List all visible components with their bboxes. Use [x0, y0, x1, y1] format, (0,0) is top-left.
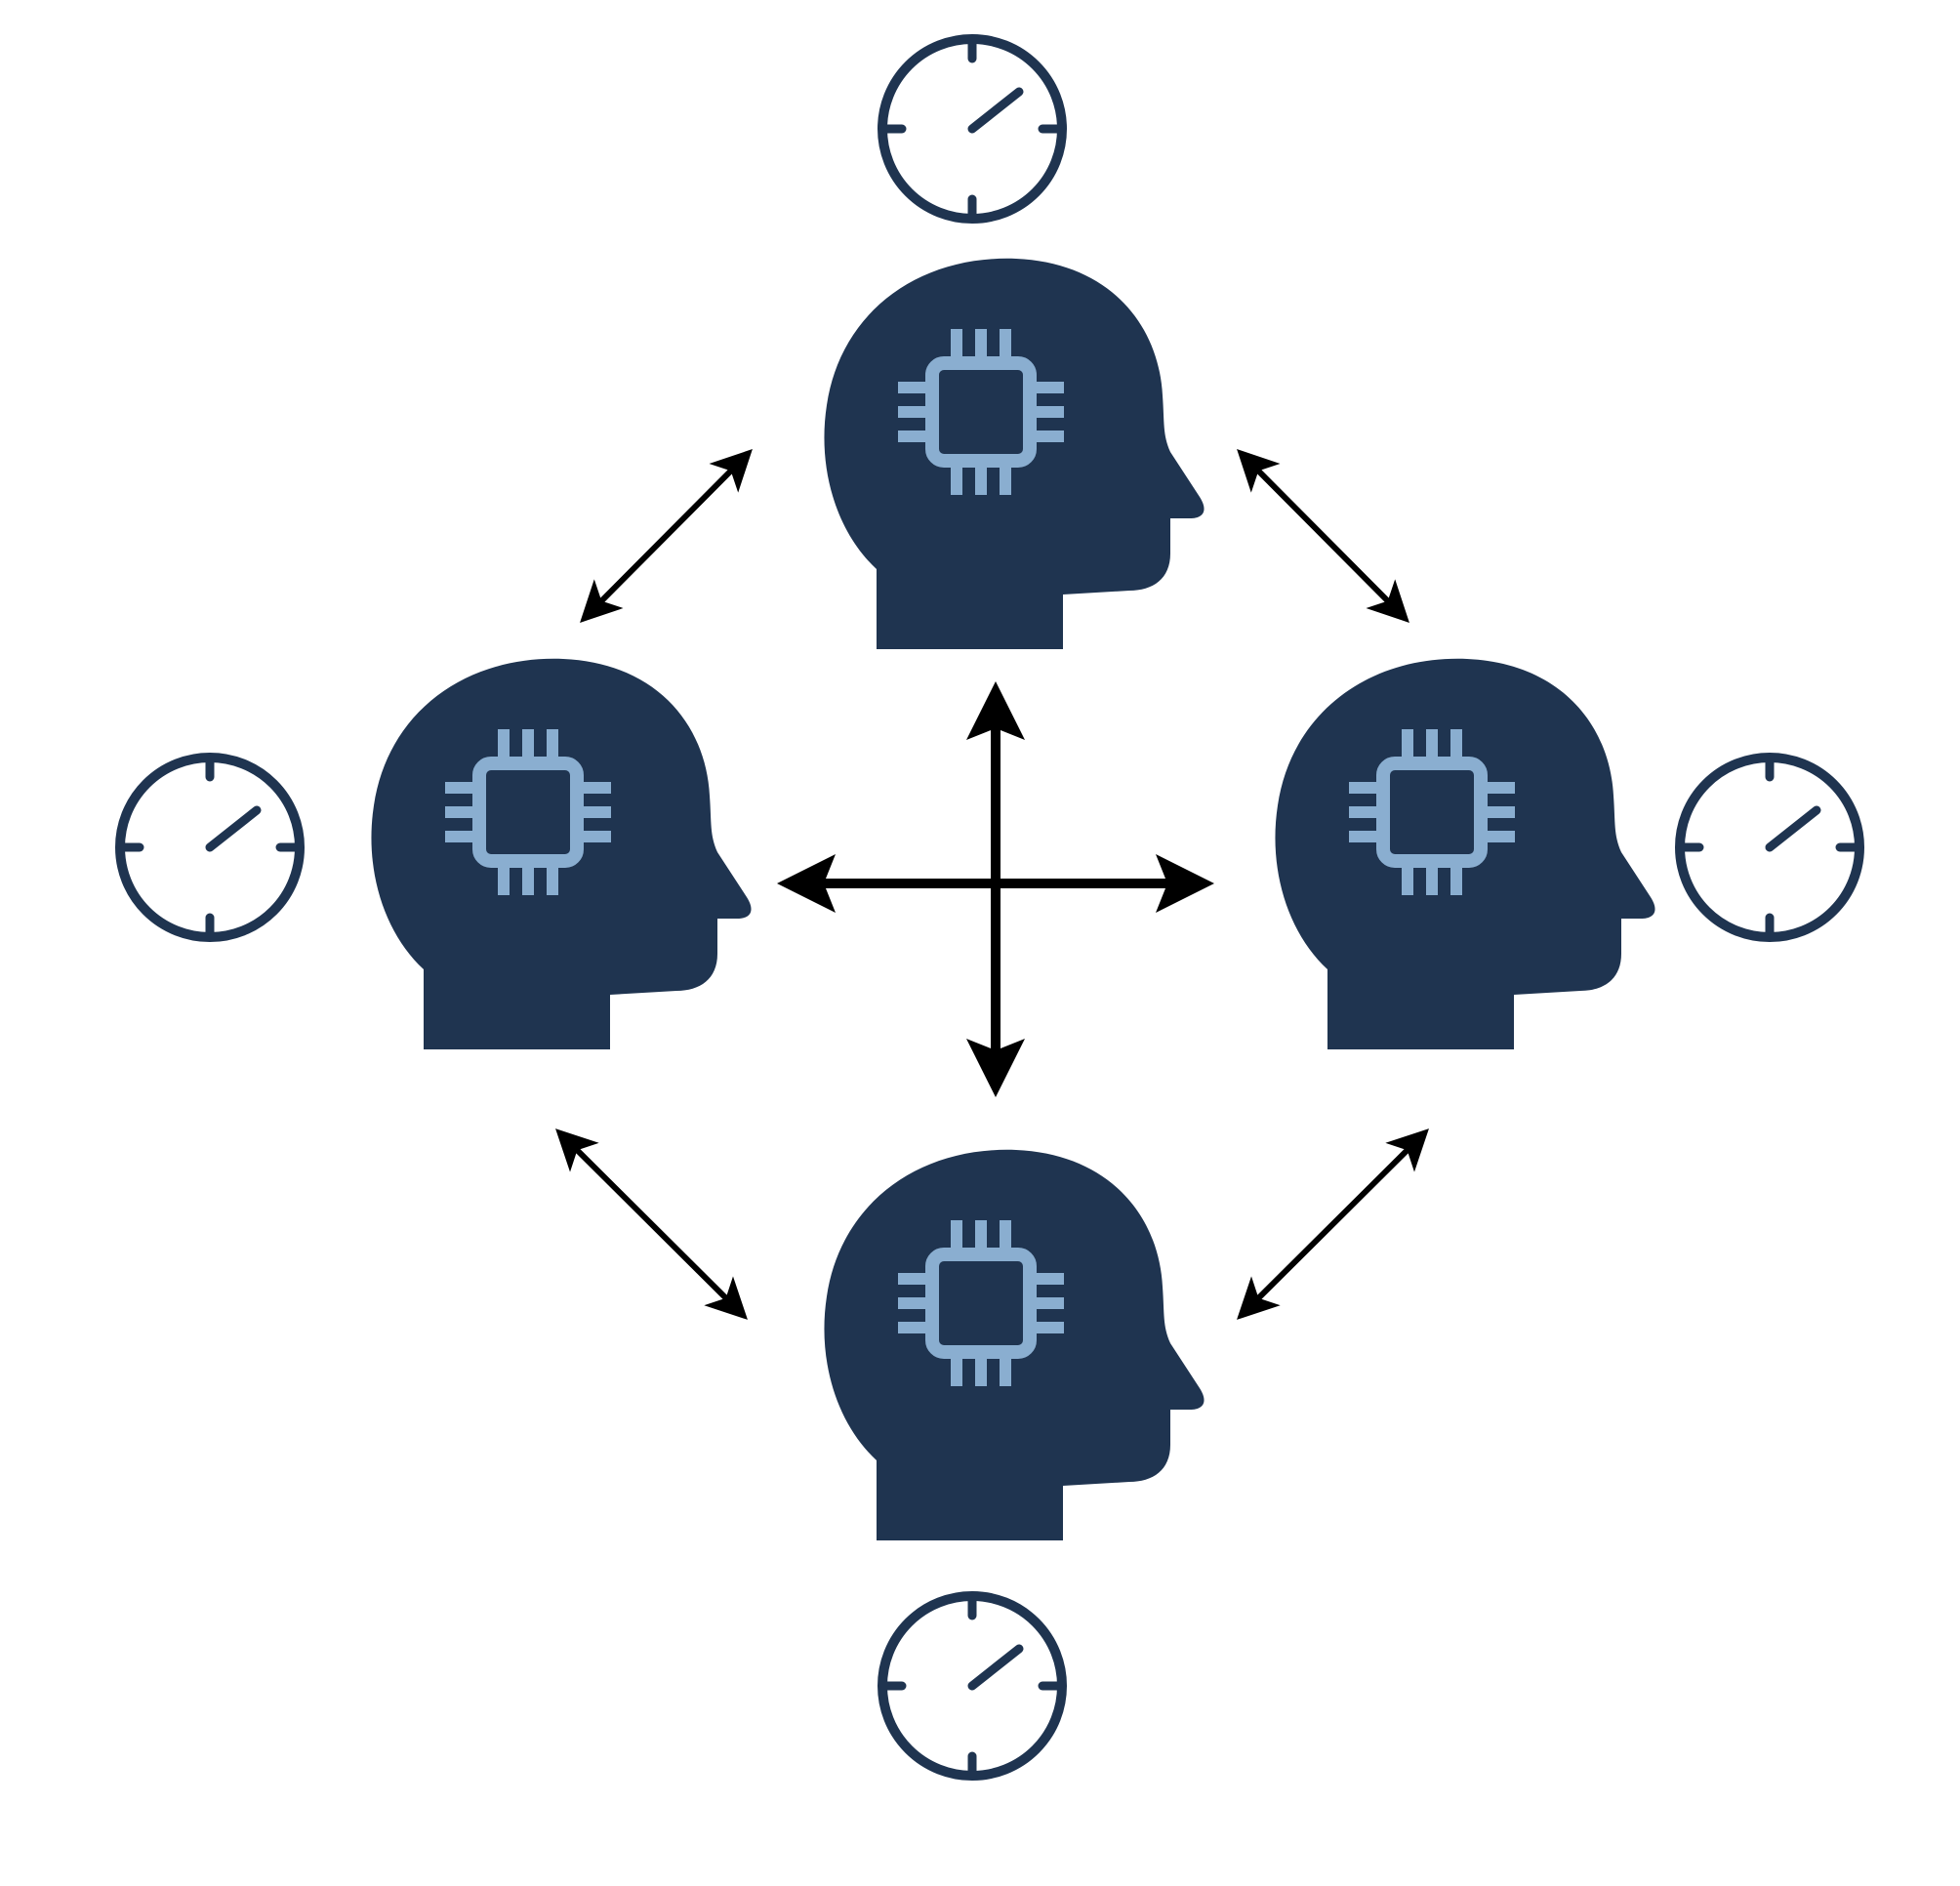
gauge-icon [1680, 758, 1859, 937]
ai-head-chip-icon [824, 1149, 1205, 1540]
ai-head-chip-icon [824, 258, 1205, 649]
link-arrow-left-top [580, 449, 753, 623]
gauge-icon [882, 1596, 1062, 1776]
link-arrow-left-bottom [555, 1128, 748, 1320]
ai-head-chip-icon [371, 658, 752, 1049]
four-way-arrow-icon [777, 681, 1214, 1097]
link-arrow-top-right [1237, 449, 1409, 623]
gauge-icon [882, 39, 1062, 219]
ai-head-chip-icon [1275, 658, 1655, 1049]
link-arrow-bottom-right [1237, 1128, 1429, 1320]
gauge-icon [120, 758, 300, 937]
